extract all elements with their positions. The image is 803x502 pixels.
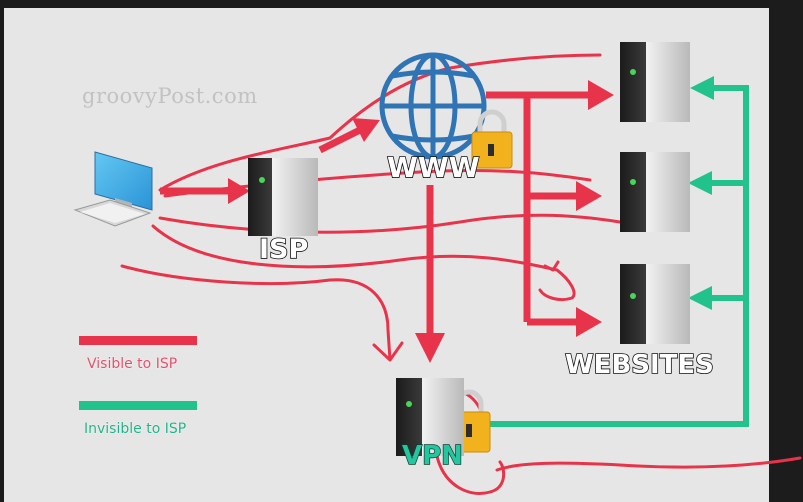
legend: [79, 336, 197, 410]
legend-invisible-swatch: [79, 401, 197, 410]
server-icon-isp: [248, 158, 318, 236]
visible-traffic-lines: [160, 91, 590, 335]
www-label: WWW: [386, 150, 480, 185]
server-icon-website-3: [620, 264, 690, 344]
lock-icon: [471, 109, 513, 169]
dark-edge: [769, 0, 803, 502]
visible-arrowheads: [228, 80, 614, 363]
websites-label: WEBSITES: [564, 349, 714, 381]
invisible-traffic-lines: [484, 85, 749, 427]
vpn-label: VPN: [401, 440, 463, 471]
watermark: groovyPost.com: [82, 84, 258, 108]
server-icon-vpn: [396, 378, 464, 456]
legend-visible-swatch: [79, 336, 197, 345]
server-icon-website-1: [620, 42, 690, 122]
legend-visible-label: Visible to ISP: [87, 356, 178, 373]
legend-invisible-label: Invisible to ISP: [84, 421, 187, 438]
server-icon-website-2: [620, 152, 690, 232]
globe-icon: [379, 52, 487, 160]
hand-drawn-scribbles: [120, 53, 802, 495]
computer-icon: [73, 151, 153, 227]
invisible-arrowheads: [688, 76, 714, 310]
isp-label: ISP: [258, 233, 309, 266]
